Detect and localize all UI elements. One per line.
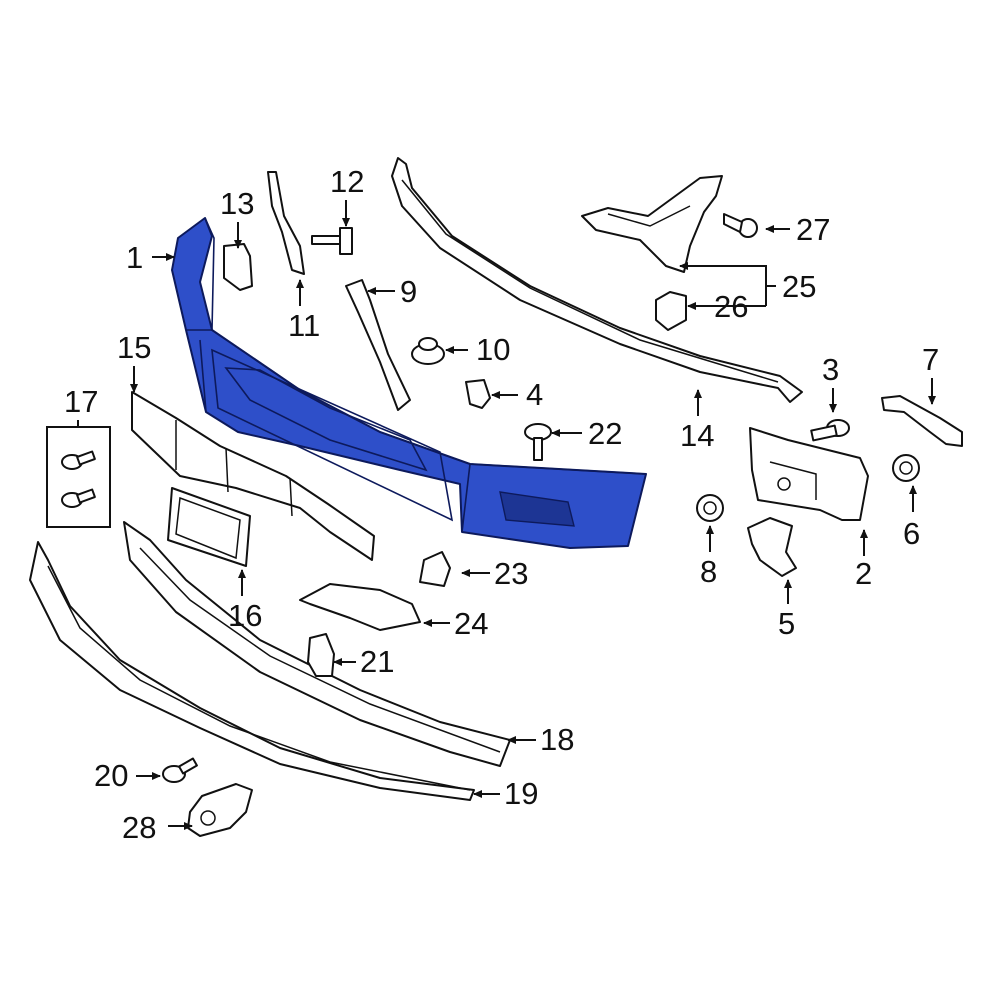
part-21-bracket[interactable]: [307, 633, 335, 677]
part-11-strip[interactable]: [267, 171, 305, 275]
callout-20: 20: [94, 758, 128, 793]
callout-6: 6: [903, 516, 920, 551]
leader-lines: [77, 200, 936, 830]
callout-8: 8: [700, 554, 717, 589]
part-24-splash-shield[interactable]: [299, 583, 421, 631]
part-4-clip[interactable]: [465, 379, 491, 409]
callout-10: 10: [476, 332, 510, 367]
callout-23: 23: [494, 556, 528, 591]
part-15-valance-panel[interactable]: [131, 391, 375, 561]
callout-12: 12: [330, 164, 364, 199]
callout-24: 24: [454, 606, 488, 641]
callout-14: 14: [680, 418, 714, 453]
part-27-push-pin[interactable]: [723, 213, 758, 238]
part-2-mounting-plate[interactable]: [749, 427, 869, 521]
part-20-bolt[interactable]: [162, 757, 198, 783]
callout-19: 19: [504, 776, 538, 811]
callout-2: 2: [855, 556, 872, 591]
callout-labels: 1 2 3 4 5 6 7 8 9 10 11 12 13 14 15 16 1…: [64, 164, 939, 845]
part-5-bracket[interactable]: [747, 517, 797, 577]
part-19-air-deflector[interactable]: [29, 541, 475, 801]
part-10-nut[interactable]: [411, 337, 445, 365]
callout-28: 28: [122, 810, 156, 845]
callout-26: 26: [714, 289, 748, 324]
callout-25: 25: [782, 269, 816, 304]
callout-11: 11: [288, 308, 320, 343]
part-1-bumper-face-bar[interactable]: [171, 217, 647, 549]
part-12-bolt[interactable]: [311, 227, 353, 255]
callout-27: 27: [796, 212, 830, 247]
callout-7: 7: [922, 342, 939, 377]
part-17-hardware-kit[interactable]: [46, 426, 111, 528]
part-25-bracket[interactable]: [581, 175, 723, 273]
part-16-plate-frame[interactable]: [167, 487, 251, 567]
part-3-bolt[interactable]: [810, 419, 850, 442]
part-9-support[interactable]: [345, 279, 411, 411]
callout-9: 9: [400, 274, 417, 309]
part-22-bolt[interactable]: [524, 423, 552, 461]
part-13-bracket[interactable]: [223, 243, 253, 291]
part-28-tow-hook[interactable]: [187, 783, 253, 837]
part-6-nut[interactable]: [892, 454, 920, 482]
part-26-clip[interactable]: [655, 291, 687, 331]
part-7-tube[interactable]: [881, 395, 963, 447]
callout-16: 16: [228, 598, 262, 633]
callout-21: 21: [360, 644, 394, 679]
callout-22: 22: [588, 416, 622, 451]
callout-15: 15: [117, 330, 151, 365]
callout-3: 3: [822, 352, 839, 387]
callout-18: 18: [540, 722, 574, 757]
callout-4: 4: [526, 377, 543, 412]
callout-17: 17: [64, 384, 98, 419]
callout-5: 5: [778, 606, 795, 641]
callout-13: 13: [220, 186, 254, 221]
part-14-reinforcement-beam[interactable]: [391, 157, 803, 403]
callout-1: 1: [126, 240, 143, 275]
part-23-bracket[interactable]: [419, 551, 451, 587]
part-8-nut[interactable]: [696, 494, 724, 522]
part-18-lower-shield[interactable]: [123, 521, 511, 767]
